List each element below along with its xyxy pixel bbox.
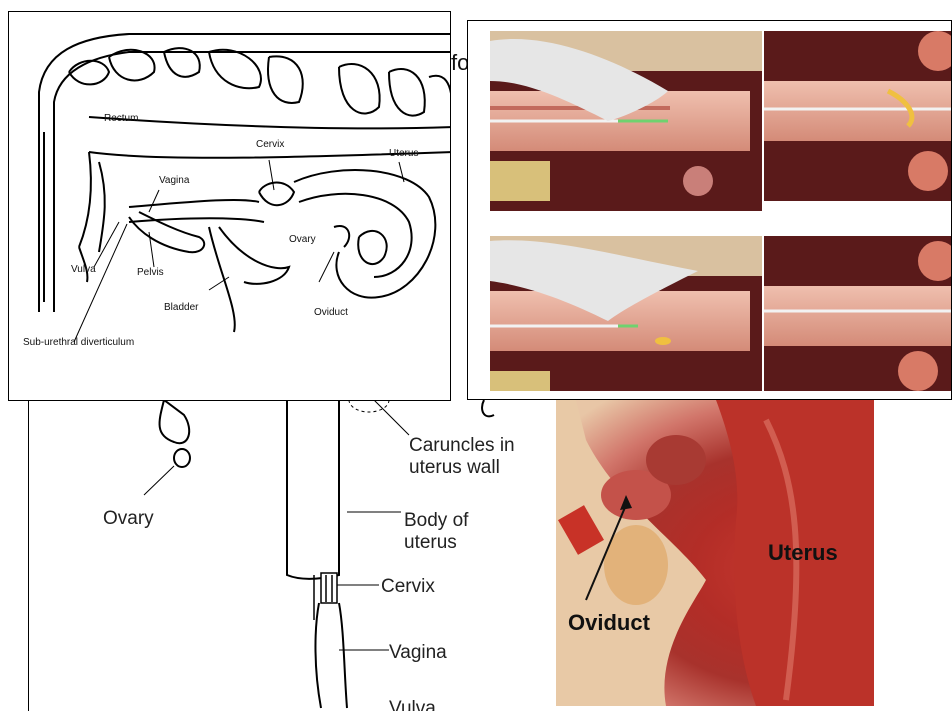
uterus-photo: Uterus Oviduct [556, 400, 874, 706]
label-cervix: Cervix [381, 576, 435, 598]
label-caruncles: Caruncles in uterus wall [409, 435, 519, 479]
cow-label-vagina: Vagina [159, 175, 189, 186]
cow-label-pelvis: Pelvis [137, 267, 164, 278]
ai-frame-top-left [490, 31, 762, 211]
cow-label-vulva: Vulva [71, 264, 96, 275]
label-vagina: Vagina [389, 642, 447, 664]
ai-frame-bottom-left [490, 236, 762, 391]
cow-label-ovary: Ovary [289, 234, 316, 245]
label-body-of-uterus: Body of uterus [404, 510, 494, 554]
cow-label-rectum: Rectum [104, 113, 138, 124]
cow-label-bladder: Bladder [164, 302, 198, 313]
photo-label-uterus: Uterus [768, 540, 838, 566]
photo-label-oviduct: Oviduct [568, 610, 650, 636]
ai-frame-top-right [764, 31, 952, 201]
ai-frame-bottom-right [764, 236, 952, 391]
cow-label-uterus: Uterus [389, 148, 418, 159]
cow-cross-section-diagram: Rectum Cervix Uterus Vagina Ovary Vulva … [8, 11, 451, 401]
label-ovary: Ovary [103, 508, 154, 530]
cow-label-sub-urethral: Sub-urethral diverticulum [23, 337, 134, 348]
label-vulva: Vulva [389, 698, 436, 711]
insemination-illustration-grid [467, 20, 952, 400]
cow-label-cervix: Cervix [256, 139, 284, 150]
cow-label-oviduct: Oviduct [314, 307, 348, 318]
insemination-illustration-drawing [468, 21, 952, 400]
